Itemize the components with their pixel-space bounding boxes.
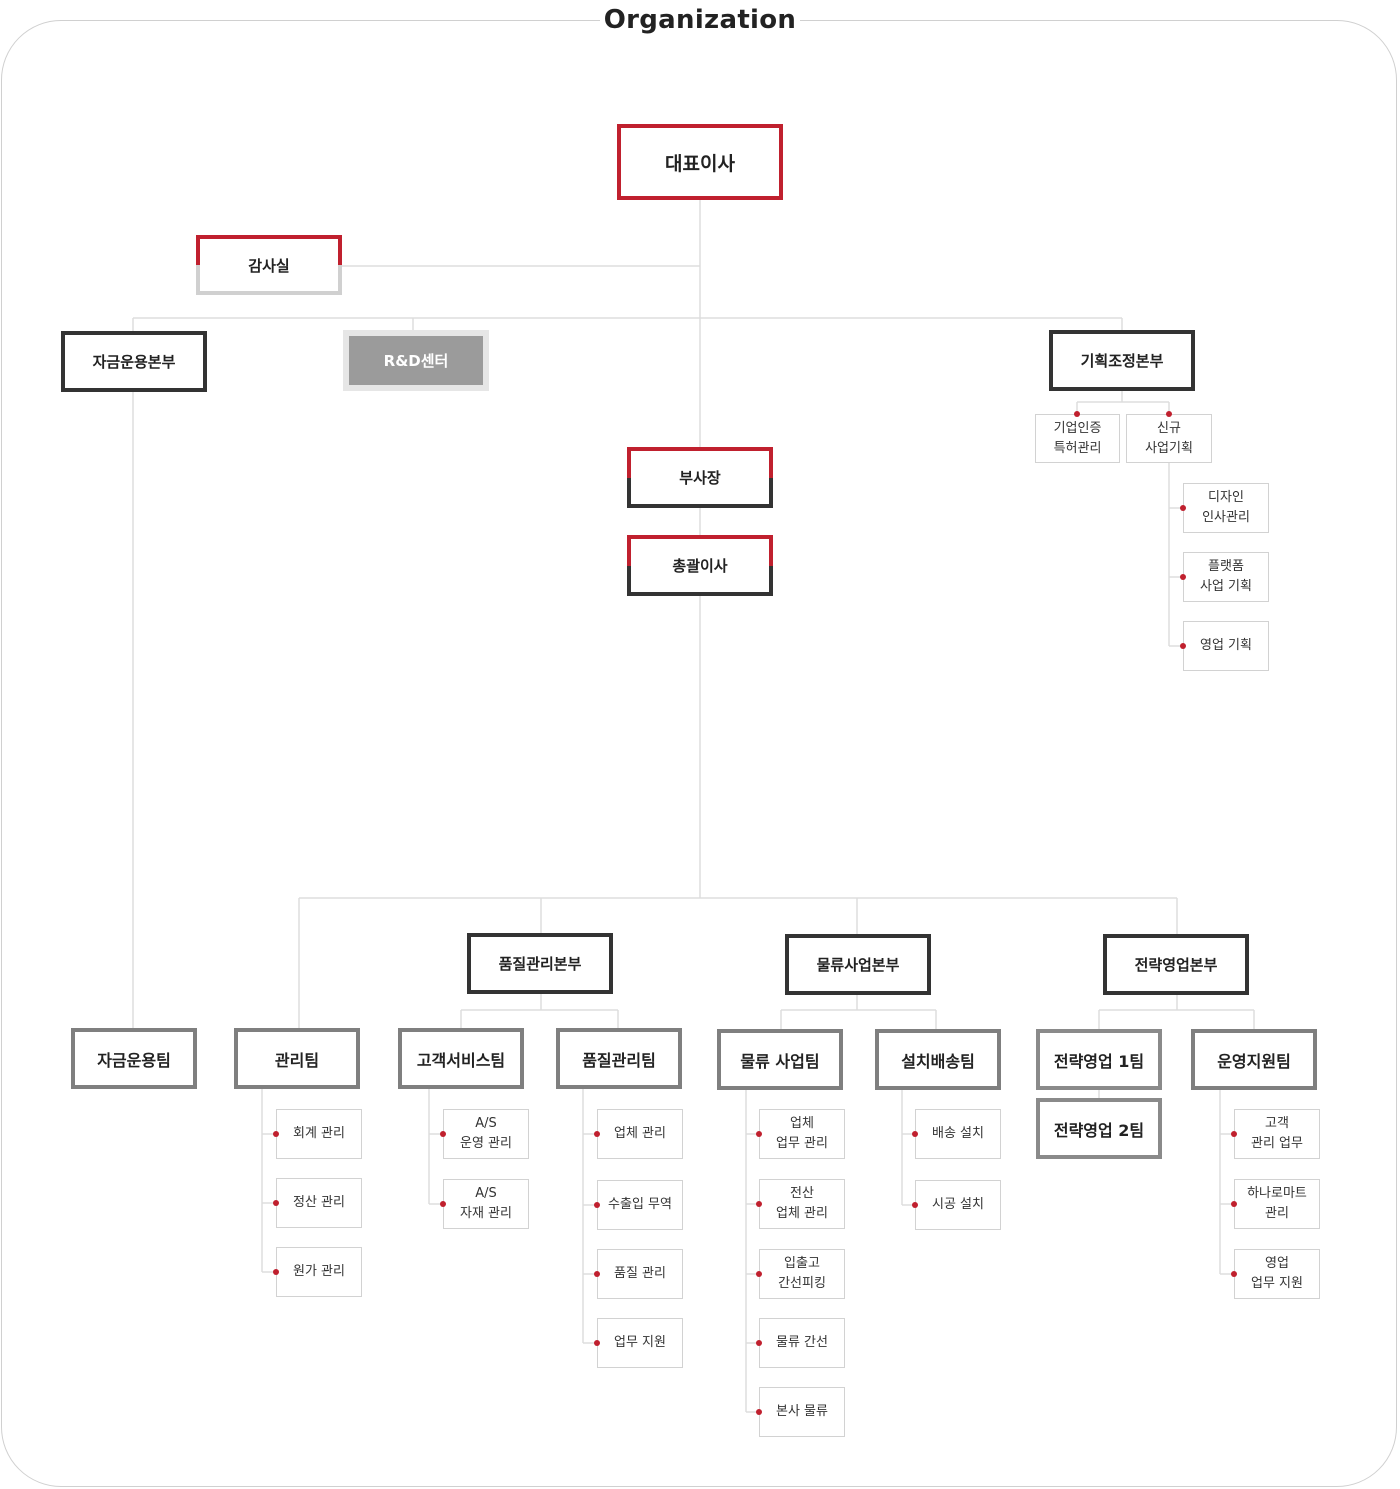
- fund-hq-box: 자금운용본부: [61, 331, 207, 392]
- admin-leaf-3: 원가 관리: [276, 1247, 362, 1297]
- connector-dot: [273, 1269, 279, 1275]
- quality-hq-label: 품질관리본부: [498, 955, 582, 973]
- sales2-team-box: 전략영업 2팀: [1036, 1098, 1162, 1159]
- cs-leaf-1: A/S 운영 관리: [443, 1109, 529, 1159]
- sales2-team-label: 전략영업 2팀: [1053, 1120, 1145, 1140]
- connector-dot: [1180, 505, 1186, 511]
- connector-dot: [440, 1131, 446, 1137]
- vp-box: 부사장: [627, 447, 773, 508]
- gm-box: 총괄이사: [627, 535, 773, 596]
- logistics-team-label: 물류 사업팀: [740, 1051, 820, 1071]
- connector-dot: [756, 1271, 762, 1277]
- connector-dot: [756, 1409, 762, 1415]
- connector-dot: [756, 1131, 762, 1137]
- logistics-leaf-1: 업체 업무 관리: [759, 1109, 845, 1159]
- page-title: Organization: [600, 0, 800, 40]
- qc-team-box: 품질관리팀: [556, 1028, 682, 1089]
- cs-leaf-2: A/S 자재 관리: [443, 1179, 529, 1229]
- planning-hq-label: 기획조정본부: [1080, 352, 1164, 370]
- fund-hq-label: 자금운용본부: [92, 353, 176, 371]
- gm-label: 총괄이사: [672, 557, 728, 575]
- ceo-box: 대표이사: [617, 124, 783, 200]
- logistics-leaf-5: 본사 물류: [759, 1387, 845, 1437]
- connector-dot: [912, 1131, 918, 1137]
- ops-leaf-2: 하나로마트 관리: [1234, 1179, 1320, 1229]
- connector-dot: [1166, 411, 1172, 417]
- admin-leaf-1: 회계 관리: [276, 1109, 362, 1159]
- sales1-team-label: 전략영업 1팀: [1053, 1051, 1145, 1071]
- planning-leaf-3: 영업 기획: [1183, 621, 1269, 671]
- connector-dot: [594, 1271, 600, 1277]
- cs-team-label: 고객서비스팀: [416, 1050, 506, 1070]
- install-team-label: 설치배송팀: [901, 1051, 975, 1071]
- fund-team-box: 자금운용팀: [71, 1028, 197, 1089]
- planning-leaf-1: 디자인 인사관리: [1183, 483, 1269, 533]
- logistics-team-box: 물류 사업팀: [717, 1029, 843, 1090]
- logistics-leaf-4: 물류 간선: [759, 1318, 845, 1368]
- planning-sub-1: 기업인증 특허관리: [1035, 414, 1120, 463]
- admin-team-label: 관리팀: [274, 1050, 320, 1070]
- logistics-leaf-2: 전산 업체 관리: [759, 1179, 845, 1229]
- planning-sub-2: 신규 사업기획: [1126, 414, 1212, 463]
- rnd-label: R&D센터: [383, 352, 449, 370]
- connector-dot: [273, 1131, 279, 1137]
- connector-dot: [1180, 643, 1186, 649]
- connector-dot: [1074, 411, 1080, 417]
- admin-team-box: 관리팀: [234, 1028, 360, 1089]
- qc-leaf-1: 업체 관리: [597, 1109, 683, 1159]
- connector-dot: [1180, 574, 1186, 580]
- admin-leaf-2: 정산 관리: [276, 1178, 362, 1228]
- audit-box: 감사실: [196, 235, 342, 295]
- install-leaf-2: 시공 설치: [915, 1180, 1001, 1230]
- planning-leaf-2: 플랫폼 사업 기획: [1183, 552, 1269, 602]
- rnd-box: R&D센터: [343, 330, 489, 391]
- ops-leaf-3: 영업 업무 지원: [1234, 1249, 1320, 1299]
- planning-hq-box: 기획조정본부: [1049, 330, 1195, 391]
- connector-dot: [594, 1340, 600, 1346]
- sales-hq-label: 전략영업본부: [1134, 956, 1218, 974]
- vp-label: 부사장: [679, 469, 721, 487]
- logistics-hq-box: 물류사업본부: [785, 934, 931, 995]
- sales-hq-box: 전략영업본부: [1103, 934, 1249, 995]
- quality-hq-box: 품질관리본부: [467, 933, 613, 994]
- audit-label: 감사실: [248, 256, 290, 275]
- ceo-label: 대표이사: [665, 152, 735, 175]
- logistics-hq-label: 물류사업본부: [816, 956, 900, 974]
- sales1-team-box: 전략영업 1팀: [1036, 1029, 1162, 1090]
- connector-dot: [756, 1201, 762, 1207]
- install-team-box: 설치배송팀: [875, 1029, 1001, 1090]
- qc-leaf-2: 수출입 무역: [597, 1180, 683, 1230]
- connector-dot: [1231, 1201, 1237, 1207]
- ops-leaf-1: 고객 관리 업무: [1234, 1109, 1320, 1159]
- connector-dot: [1231, 1271, 1237, 1277]
- logistics-leaf-3: 입출고 간선피킹: [759, 1249, 845, 1299]
- connector-dot: [594, 1131, 600, 1137]
- connector-dot: [440, 1201, 446, 1207]
- install-leaf-1: 배송 설치: [915, 1109, 1001, 1159]
- fund-team-label: 자금운용팀: [97, 1050, 171, 1070]
- qc-leaf-3: 품질 관리: [597, 1249, 683, 1299]
- cs-team-box: 고객서비스팀: [398, 1028, 524, 1089]
- ops-team-label: 운영지원팀: [1217, 1051, 1291, 1071]
- qc-team-label: 품질관리팀: [582, 1050, 656, 1070]
- ops-team-box: 운영지원팀: [1191, 1029, 1317, 1090]
- connector-dot: [912, 1202, 918, 1208]
- connector-dot: [273, 1200, 279, 1206]
- connector-dot: [594, 1202, 600, 1208]
- connector-dot: [1231, 1131, 1237, 1137]
- connector-dot: [756, 1340, 762, 1346]
- qc-leaf-4: 업무 지원: [597, 1318, 683, 1368]
